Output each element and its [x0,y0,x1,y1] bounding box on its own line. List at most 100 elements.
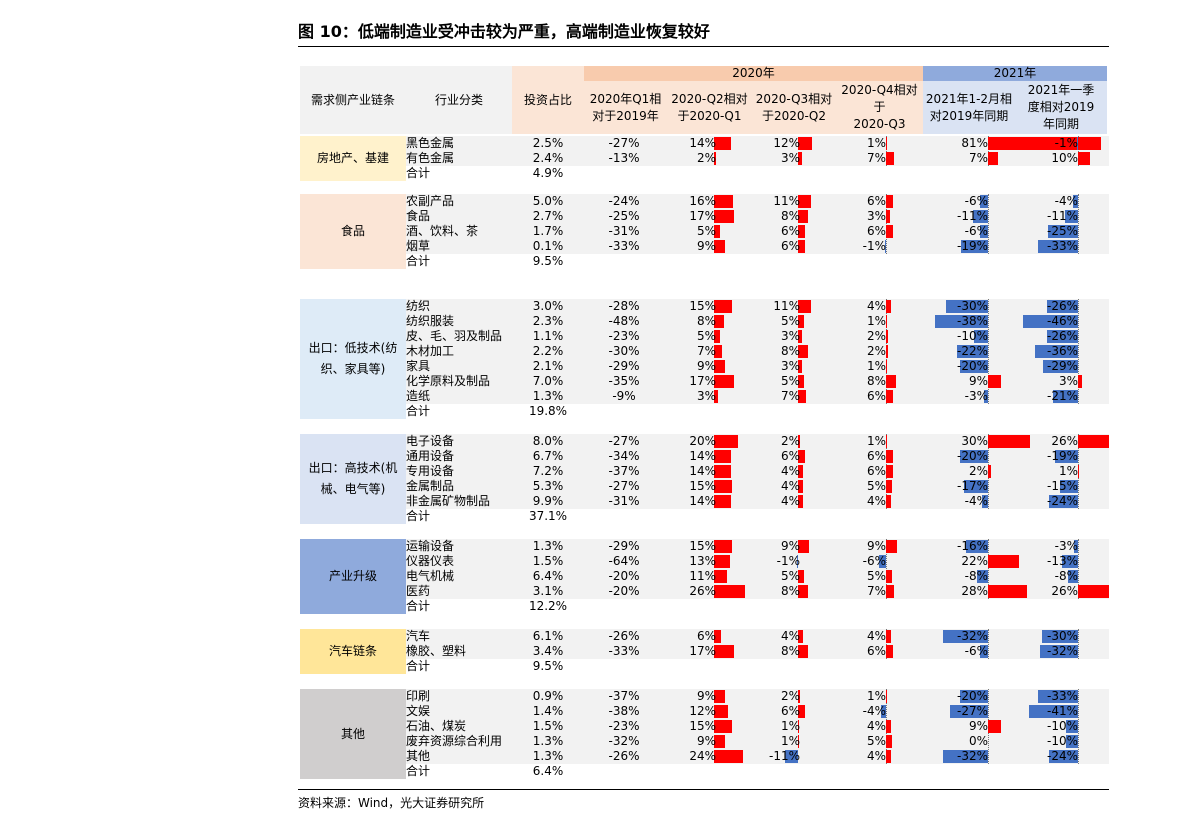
jf-bar [974,330,988,343]
q2-bar [714,555,730,568]
group-label: 出口：高技术(机 械、电气等) [300,434,406,524]
q3-bar [798,152,802,165]
y1-value: -8% [1054,569,1078,583]
share-value: 3.1% [532,584,564,598]
industry-name: 食品 [406,209,431,223]
y1-value: -26% [1046,329,1078,343]
y1-value: -13% [1046,554,1078,568]
q3-bar [798,360,802,373]
source-note: 资料来源：Wind，光大证券研究所 [298,796,485,810]
q4-bar [886,465,894,478]
q1-value: -37% [608,464,640,478]
q1-value: -24% [608,194,640,208]
q4-value: 7% [866,151,886,165]
share-value: 1.4% [532,704,564,718]
share-value: 1.3% [532,389,564,403]
q3-bar [798,480,803,493]
total-share: 12.2% [528,599,568,613]
q1-value: -32% [608,734,640,748]
q2-value: 13% [689,554,716,568]
q1-value: -26% [608,749,640,763]
q2-bar [714,735,725,748]
jf-value: 9% [968,719,988,733]
q1-value: -28% [608,299,640,313]
q3-value: 4% [780,494,800,508]
industry-name: 金属制品 [406,479,455,493]
total-label: 合计 [406,404,431,418]
total-share: 37.1% [528,509,568,523]
q3-bar [798,390,807,403]
q2-bar [714,210,735,223]
y1-value: -46% [1046,314,1078,328]
q3-value: 1% [780,719,800,733]
axis-line [1078,539,1079,599]
q3-bar [798,630,803,643]
jf-bar [957,345,988,358]
share-value: 5.3% [532,479,564,493]
share-value: 2.4% [532,151,564,165]
share-value: 9.9% [532,494,564,508]
q4-bar [886,315,888,328]
jf-value: -8% [964,569,988,583]
jf-bar [988,152,998,165]
jf-value: 81% [961,136,988,150]
q3-value: 8% [780,584,800,598]
q4-value: 6% [866,644,886,658]
q4-bar [886,630,891,643]
q3-bar [798,137,813,150]
axis-line [988,136,989,166]
q4-value: 9% [866,539,886,553]
y1-value: -32% [1046,644,1078,658]
axis-line [988,629,989,659]
jf-bar [982,495,988,508]
share-value: 2.5% [532,136,564,150]
share-value: 2.2% [532,344,564,358]
group-label: 其他 [300,689,406,779]
q4-value: 1% [866,689,886,703]
total-label: 合计 [406,659,431,673]
q2-bar [714,480,732,493]
q2-bar [714,137,731,150]
q2-value: 14% [689,494,716,508]
group-band [406,299,1109,419]
jf-bar [988,720,1001,733]
industry-name: 皮、毛、羽及制品 [406,329,503,343]
q4-bar [886,195,894,208]
q4-bar [886,360,888,373]
q2-bar [714,375,735,388]
q2-bar [714,570,728,583]
industry-name: 医药 [406,584,431,598]
axis-line [1078,629,1079,659]
q3-bar [798,705,806,718]
y1-bar [1042,630,1078,643]
jf-value: 9% [968,374,988,388]
q4-value: 6% [866,464,886,478]
industry-name: 通用设备 [406,449,455,463]
q2-value: 24% [689,749,716,763]
total-label: 合计 [406,509,431,523]
jf-value: 22% [961,554,988,568]
q4-bar [886,495,891,508]
industry-name: 汽车 [406,629,431,643]
q3-bar [796,555,798,568]
jf-bar [960,360,988,373]
group-label: 食品 [300,194,406,269]
q4-value: 4% [866,299,886,313]
q1-value: -38% [608,704,640,718]
q2-bar [714,152,717,165]
industry-name: 文娱 [406,704,431,718]
jf-bar [988,585,1028,598]
y1-bar [1034,345,1078,358]
q3-value: 5% [780,374,800,388]
q2-bar [714,630,722,643]
jf-bar [988,555,1019,568]
q2-bar [714,225,720,238]
jf-value: -20% [956,449,988,463]
q2-value: 14% [689,136,716,150]
q2-value: 14% [689,449,716,463]
q2-bar [714,240,725,253]
y1-value: -24% [1046,494,1078,508]
y1-bar [1022,315,1078,328]
share-value: 2.3% [532,314,564,328]
y1-value: -3% [1054,539,1078,553]
